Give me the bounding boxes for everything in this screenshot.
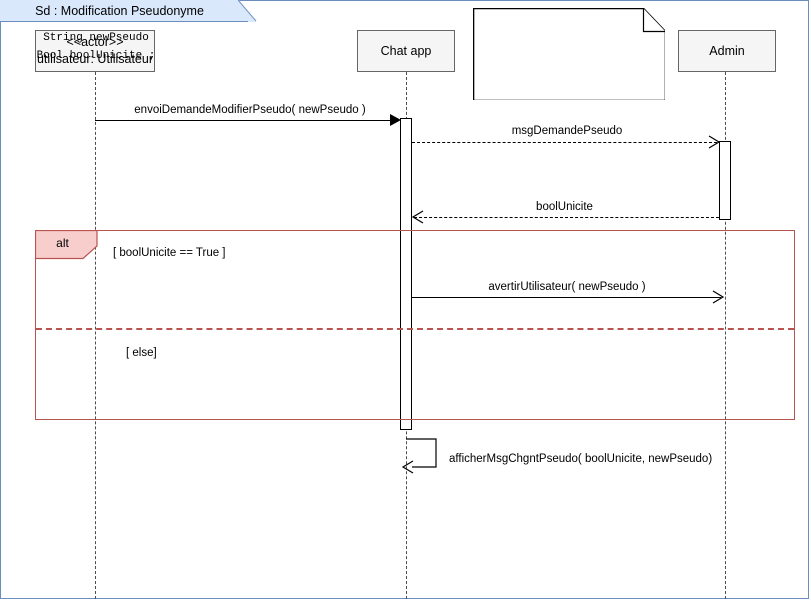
message-label-boolUnicite: boolUnicite [536,201,593,213]
message-label-afficherMsgChgntPseudo: afficherMsgChgntPseudo( boolUnicite, new… [449,453,713,465]
message-label-msgDemandePseudo: msgDemandePseudo [511,125,623,137]
page-title: Sd : Modification Pseudonyme [35,4,204,18]
lifeline-label-utilisateur: utilisateur: Utilisateur [36,52,153,66]
diagram-title-tab [0,0,256,22]
message-label-envoiDemandeModifierPseudo: envoiDemandeModifierPseudo( newPseudo ) [134,104,366,116]
lifeline-line-admin [725,72,726,599]
note-text-line1: String newPseudo [43,32,149,44]
lifeline-head-admin[interactable]: Admin [678,30,776,72]
alt-fragment-operator-label: alt [56,236,69,250]
alt-fragment-frame [35,230,795,420]
lifeline-head-chatapp[interactable]: Chat app [357,30,455,72]
note-text-line2: Bool boolUnicite ; [36,50,156,62]
lifeline-stereotype-utilisateur: <<actor>> [66,35,124,50]
message-line-envoiDemandeModifierPseudo [95,120,392,121]
lifeline-head-utilisateur[interactable]: <<actor>> utilisateur: Utilisateur [35,30,155,72]
activation-bar-admin [719,141,731,220]
alt-guard-label-1: [ boolUnicite == True ] [113,247,226,259]
alt-guard-label-2: [ else] [126,347,157,359]
lifeline-label-admin: Admin [709,43,745,58]
lifeline-line-utilisateur [95,72,96,599]
message-line-msgDemandePseudo [412,142,717,143]
message-line-avertirUtilisateur [412,297,721,298]
activation-bar-chatapp [400,118,412,430]
message-label-avertirUtilisateur: avertirUtilisateur( newPseudo ) [488,281,646,293]
diagram-title-tab-underline [0,21,248,22]
message-line-boolUnicite [414,217,719,218]
lifeline-label-chatapp: Chat app [380,43,432,58]
note-box [473,8,665,100]
alt-fragment-divider [36,328,794,330]
